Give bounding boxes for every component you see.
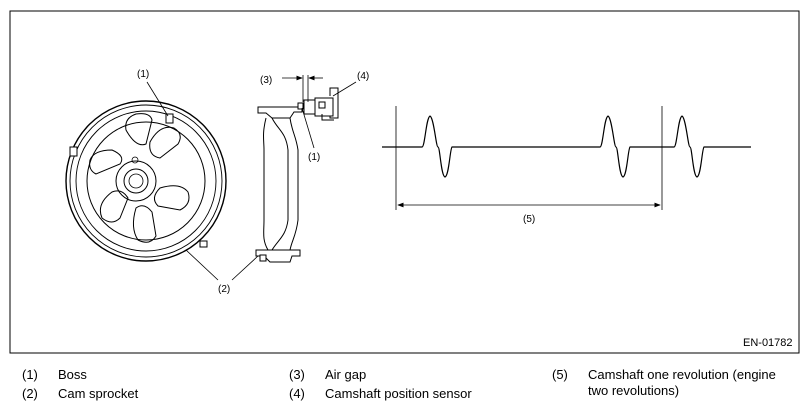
- callout-boss-sprocket: (1): [137, 69, 149, 80]
- legend-num: (3): [289, 367, 305, 382]
- figure-code: EN-01782: [743, 337, 793, 349]
- callout-cam-sprocket: (2): [218, 284, 230, 295]
- leader-sensor: [332, 81, 357, 97]
- legend-num: (1): [22, 367, 38, 382]
- cam-sprocket-side-view: [255, 102, 304, 263]
- legend-num: (5): [552, 367, 568, 382]
- leader-boss-side: [301, 107, 315, 149]
- cam-sprocket-front-view: [65, 100, 227, 262]
- leader-cam-sprocket-front: [185, 249, 219, 281]
- callout-sensor: (4): [357, 71, 369, 82]
- legend-text: Cam sprocket: [58, 386, 139, 401]
- callout-air-gap: (3): [260, 75, 272, 86]
- legend-text: Air gap: [325, 367, 367, 382]
- callout-boss-side: (1): [308, 152, 320, 163]
- legend-num: (2): [22, 386, 38, 401]
- legend-text: Boss: [58, 367, 87, 382]
- callout-revolution: (5): [523, 214, 535, 225]
- legend-num: (4): [289, 386, 305, 401]
- camshaft-position-sensor: [303, 87, 339, 121]
- leader-boss-sprocket: [146, 81, 169, 117]
- legend-text: Camshaft position sensor: [325, 386, 472, 401]
- legend-text: Camshaft one revolution (engine two revo…: [588, 367, 776, 398]
- leader-cam-sprocket-side: [231, 255, 259, 281]
- signal-waveform: [382, 115, 751, 178]
- figure-frame: [9, 10, 800, 354]
